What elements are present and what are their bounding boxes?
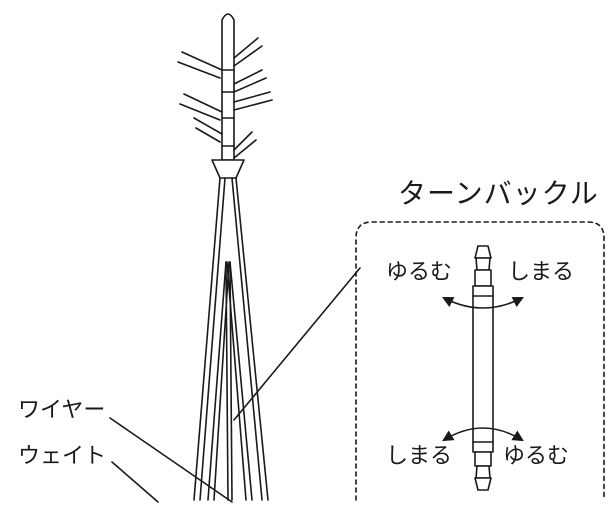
rotation-arrow-top (442, 296, 524, 309)
turnbuckle-drawing (472, 245, 494, 491)
wire-leader-line (109, 417, 233, 503)
loosen-label-bottom: ゆるむ (503, 444, 570, 469)
rotation-arrow-bottom (442, 427, 524, 442)
tighten-label-top: しまる (508, 260, 575, 285)
wire-label: ワイヤー (18, 398, 106, 423)
turnbuckle-leader-line (233, 267, 361, 421)
coat-rack-top (177, 13, 273, 179)
callout-box (355, 221, 605, 501)
loosen-label-top: ゆるむ (386, 260, 453, 285)
weight-label: ウェイト (18, 444, 107, 469)
coat-rack-legs (193, 177, 269, 501)
tighten-label-bottom: しまる (386, 444, 453, 469)
turnbuckle-title: ターンバックル (398, 177, 599, 210)
weight-leader-line (111, 461, 159, 503)
